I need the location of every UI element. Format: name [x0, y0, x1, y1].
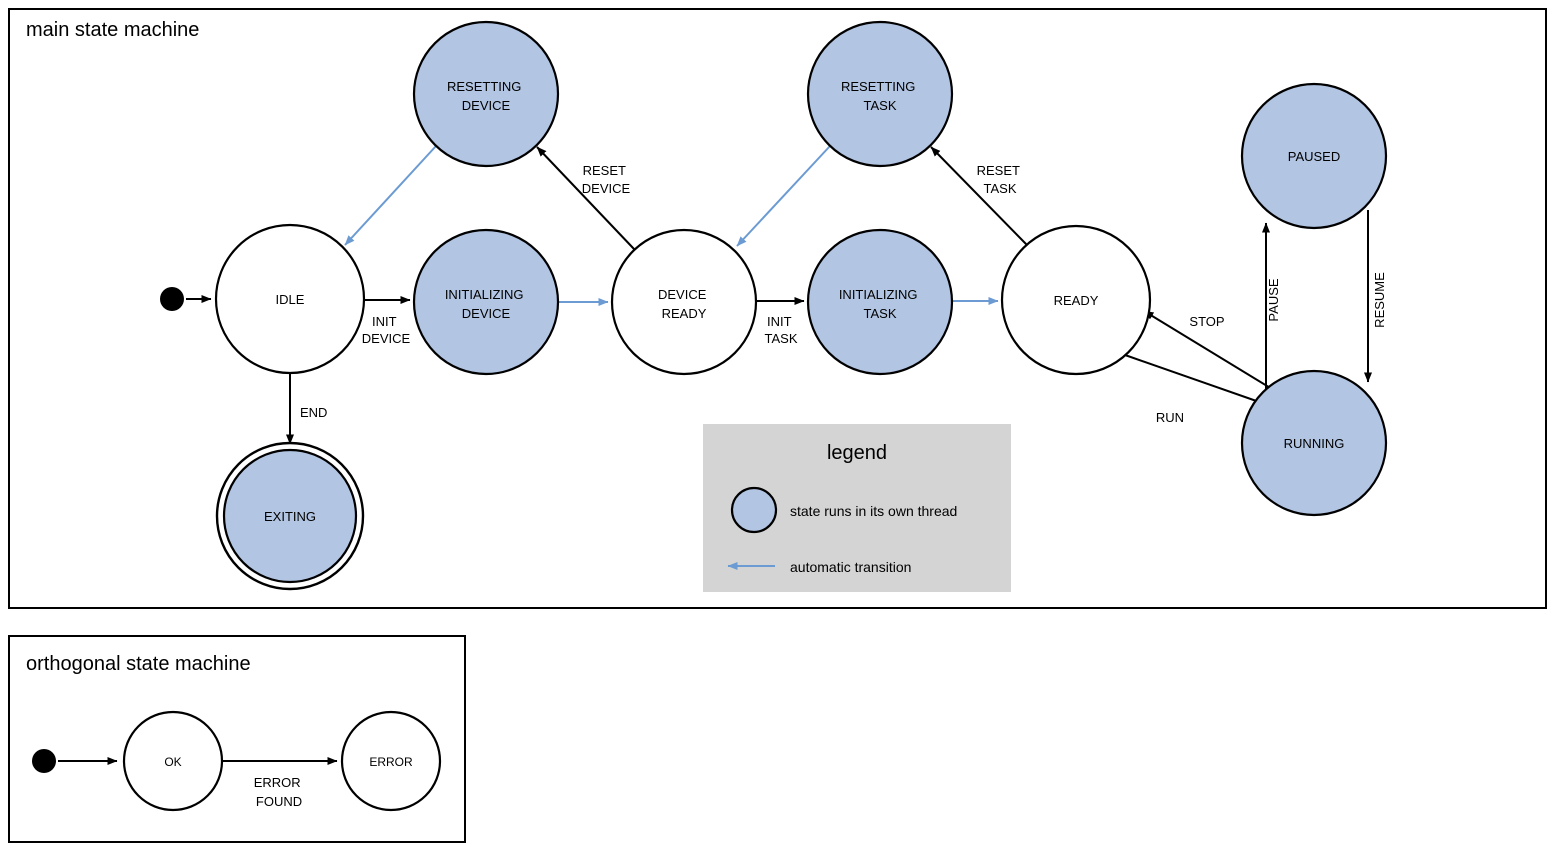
edge-label-stop: STOP — [1189, 314, 1224, 329]
edge-label-resume: RESUME — [1372, 272, 1387, 328]
transition-resetting-device-to-idle — [344, 145, 437, 246]
main-transitions — [186, 145, 1372, 445]
transition-resetting-task-to-device-ready — [736, 145, 831, 247]
transition-ready-to-running — [1124, 354, 1266, 405]
state-circle-initializing-task[interactable] — [806, 228, 954, 376]
state-exiting[interactable]: EXITING — [215, 441, 365, 591]
state-label-device-ready: DEVICE READY — [658, 287, 710, 321]
state-initializing-device[interactable]: INITIALIZING DEVICE — [412, 228, 560, 376]
main-state-machine-group: main state machine — [8, 8, 1547, 609]
state-circle-device-ready[interactable] — [610, 228, 758, 376]
state-label-initializing-device: INITIALIZING DEVICE — [445, 287, 527, 321]
final-state-outer-ring-exiting — [215, 441, 365, 591]
state-ready[interactable]: READY — [1000, 224, 1152, 376]
state-circle-running[interactable] — [1240, 369, 1388, 517]
orthogonal-initial-state-marker — [32, 749, 56, 773]
state-label-ok: OK — [164, 755, 181, 769]
edge-label-error-found: ERROR FOUND — [254, 775, 305, 809]
edge-label-reset-device: RESET DEVICE — [582, 163, 631, 196]
state-error[interactable]: ERROR — [340, 710, 442, 812]
edge-label-init-task: INIT TASK — [765, 314, 798, 346]
edge-label-pause: PAUSE — [1266, 278, 1281, 321]
state-label-error: ERROR — [369, 755, 413, 769]
main-frame-title: main state machine — [26, 19, 199, 41]
state-label-resetting-task: RESETTING TASK — [841, 79, 919, 113]
initial-state-marker — [160, 287, 184, 311]
state-circle-resetting-task[interactable] — [806, 20, 954, 168]
state-initializing-task[interactable]: INITIALIZING TASK — [806, 228, 954, 376]
state-label-running: RUNNING — [1284, 436, 1345, 451]
state-resetting-task[interactable]: RESETTING TASK — [806, 20, 954, 168]
state-label-ready: READY — [1054, 293, 1099, 308]
edge-label-init-device: INIT DEVICE — [362, 314, 411, 346]
orthogonal-state-machine-group: orthogonal state machine ERROR FOUND OK … — [8, 635, 466, 843]
legend-title: legend — [827, 442, 887, 464]
main-edge-labels: INIT DEVICE END RESET DEVICE INIT TASK R… — [300, 163, 1387, 425]
state-label-resetting-device: RESETTING DEVICE — [447, 79, 525, 113]
state-label-exiting: EXITING — [264, 509, 316, 524]
state-circle-error[interactable] — [340, 710, 442, 812]
edge-label-run: RUN — [1156, 410, 1184, 425]
state-circle-initializing-device[interactable] — [412, 228, 560, 376]
legend-label-automatic-transition: automatic transition — [790, 559, 911, 575]
state-circle-idle[interactable] — [214, 223, 366, 375]
state-resetting-device[interactable]: RESETTING DEVICE — [412, 20, 560, 168]
edge-label-end: END — [300, 405, 327, 420]
transition-ready-to-resetting-task — [930, 146, 1028, 246]
transition-running-to-ready — [1143, 310, 1273, 390]
state-idle[interactable]: IDLE — [214, 223, 366, 375]
legend: legend state runs in its own thread auto… — [703, 424, 1011, 592]
edge-label-reset-task: RESET TASK — [977, 163, 1024, 196]
state-circle-paused[interactable] — [1240, 82, 1388, 230]
state-label-idle: IDLE — [276, 292, 305, 307]
state-label-paused: PAUSED — [1288, 149, 1341, 164]
state-circle-exiting[interactable] — [222, 448, 358, 584]
state-paused[interactable]: PAUSED — [1240, 82, 1388, 230]
state-label-initializing-task: INITIALIZING TASK — [839, 287, 921, 321]
legend-label-thread-state: state runs in its own thread — [790, 503, 957, 519]
state-circle-ready[interactable] — [1000, 224, 1152, 376]
transition-device-ready-to-resetting-device — [536, 146, 635, 250]
state-ok[interactable]: OK — [122, 710, 224, 812]
state-running[interactable]: RUNNING — [1240, 369, 1388, 517]
legend-thread-state-swatch — [730, 486, 778, 534]
state-circle-ok[interactable] — [122, 710, 224, 812]
state-device-ready[interactable]: DEVICE READY — [610, 228, 758, 376]
state-circle-resetting-device[interactable] — [412, 20, 560, 168]
orthogonal-frame-title: orthogonal state machine — [26, 653, 251, 675]
